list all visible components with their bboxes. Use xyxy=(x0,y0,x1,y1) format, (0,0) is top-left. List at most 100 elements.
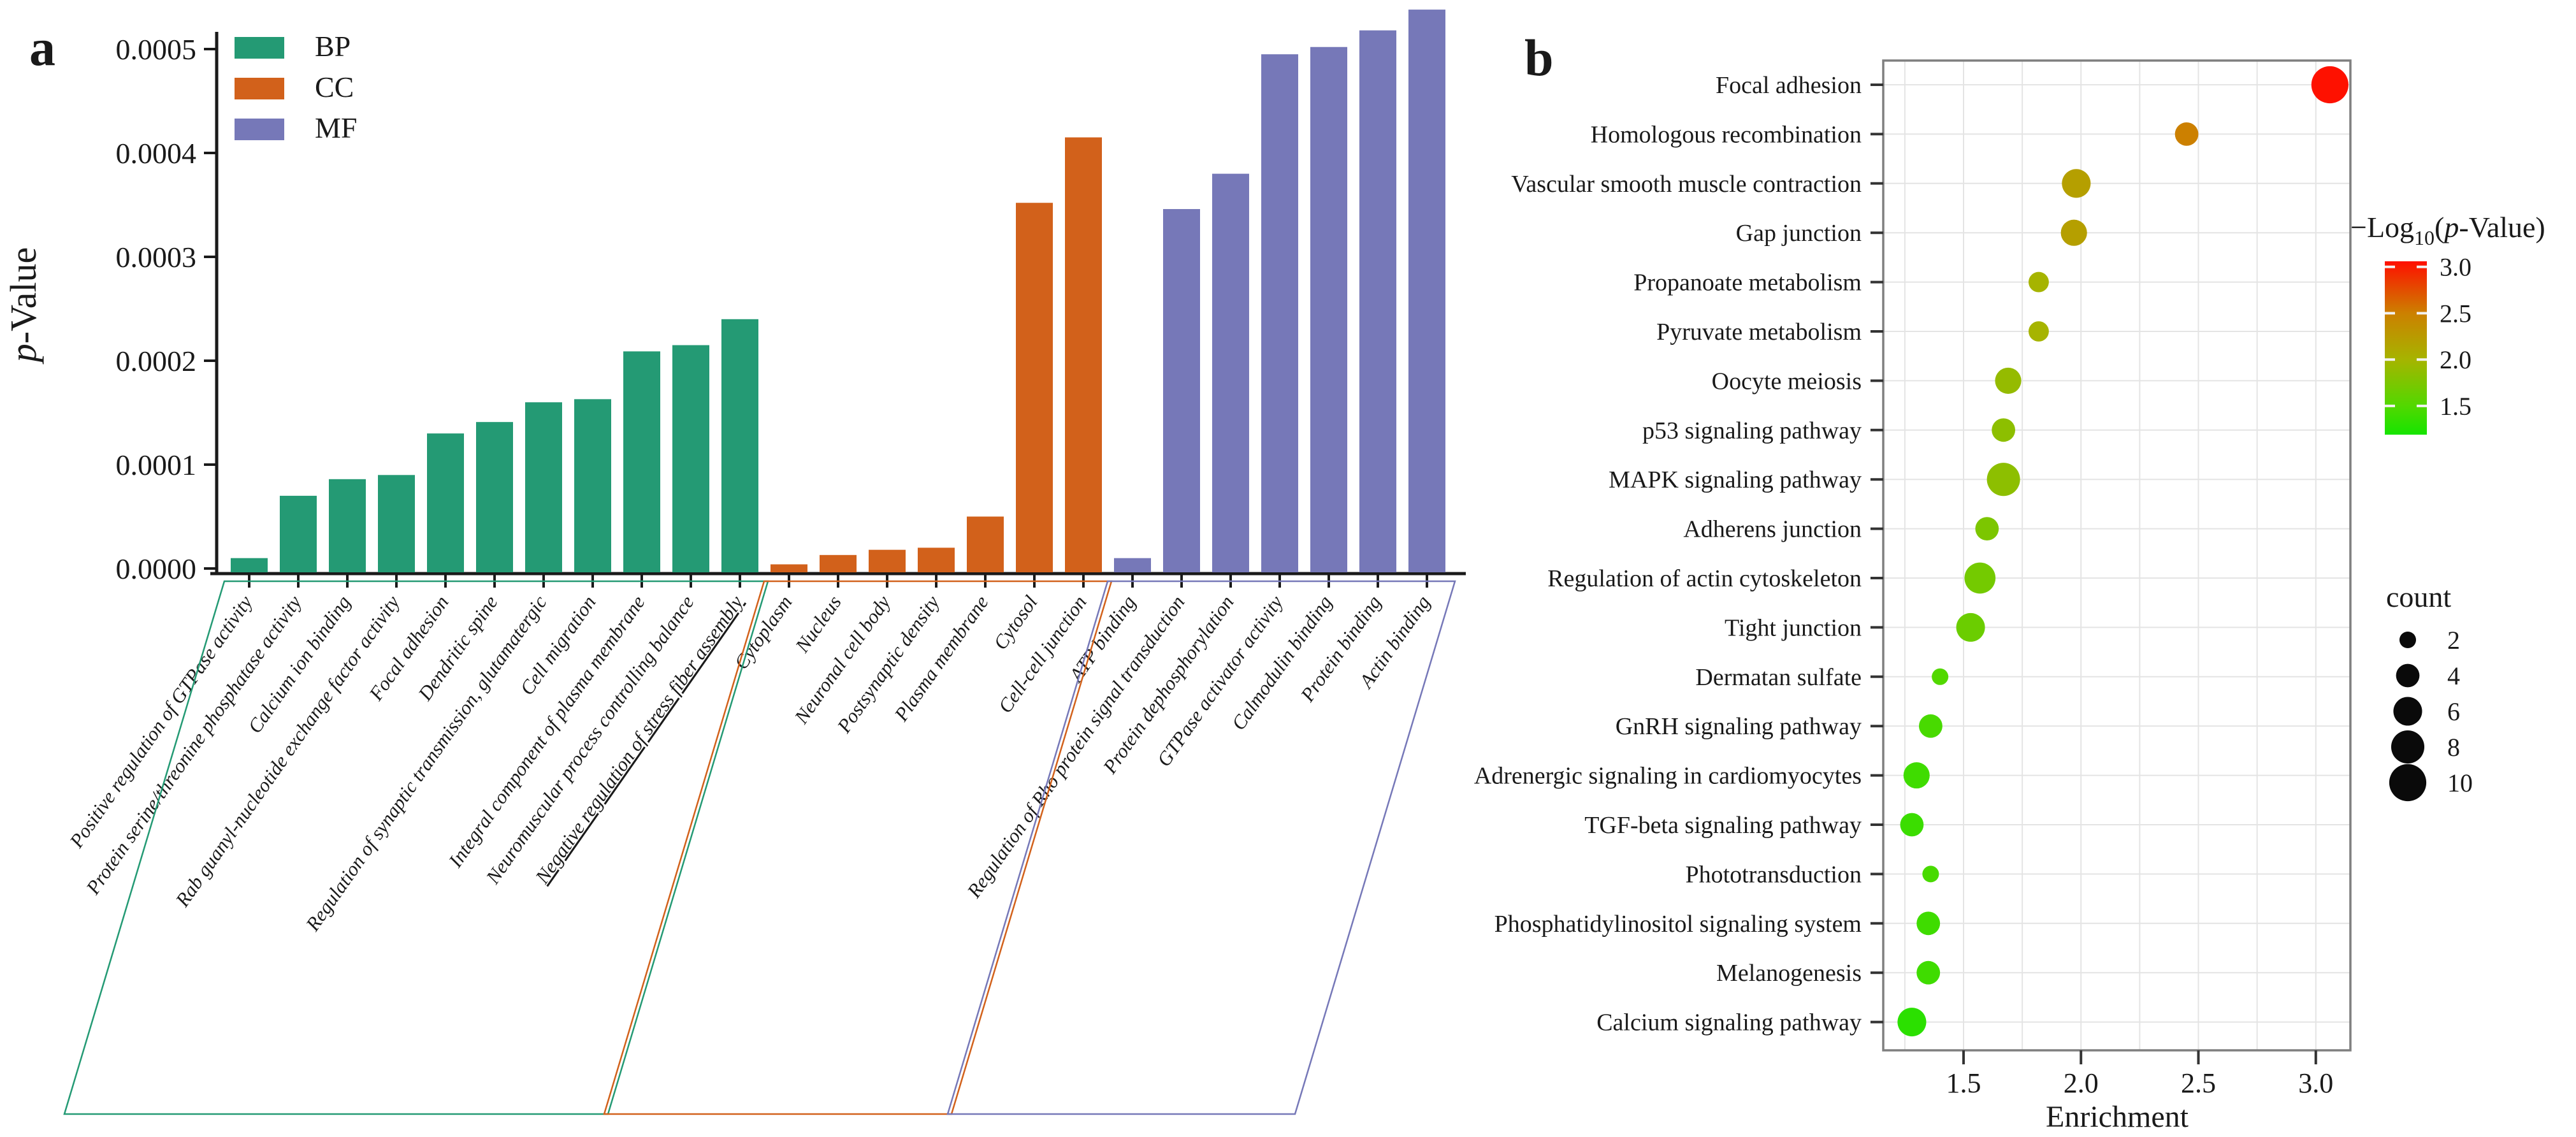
count-legend-dot xyxy=(2389,764,2427,802)
bar-mf xyxy=(1114,558,1151,572)
dot-phosphatidylinositol-signaling-system xyxy=(1916,911,1941,936)
dot-p53-signaling-pathway xyxy=(1992,418,2016,442)
dot-gap-junction xyxy=(2060,219,2087,246)
dot-tgf-beta-signaling-pathway xyxy=(1900,813,1924,837)
dot-focal-adhesion xyxy=(2311,66,2348,104)
bar-cc xyxy=(1065,137,1102,573)
y-tick-label: 0.0002 xyxy=(116,345,197,377)
panel-a-letter: a xyxy=(29,18,55,76)
pathway-label: Pyruvate metabolism xyxy=(1656,319,1862,345)
bar-cc xyxy=(918,547,955,572)
legend-label-mf: MF xyxy=(315,112,357,144)
dot-regulation-of-actin-cytoskeleton xyxy=(1964,562,1996,594)
count-legend-dot xyxy=(2391,730,2425,764)
y-tick-label: 0.0005 xyxy=(116,33,197,66)
pathway-label: Phosphatidylinositol signaling system xyxy=(1494,911,1862,938)
pathway-label: Adrenergic signaling in cardiomyocytes xyxy=(1474,763,1862,790)
panel-b-letter: b xyxy=(1524,29,1554,87)
pathway-label: p53 signaling pathway xyxy=(1642,417,1862,444)
bar-bp xyxy=(525,402,562,572)
dot-melanogenesis xyxy=(1916,960,1941,985)
bar-bp xyxy=(574,399,611,572)
bar-bp xyxy=(378,475,415,572)
count-legend-dot xyxy=(2399,631,2417,649)
bar-bp xyxy=(329,479,366,572)
pathway-label: Calcium signaling pathway xyxy=(1596,1010,1862,1036)
bar-label-bp: Protein serine/threonine phosphatase act… xyxy=(81,591,306,899)
panel-b-gridlines xyxy=(1883,61,2350,1050)
bar-bp xyxy=(280,495,317,572)
dot-vascular-smooth-muscle-contraction xyxy=(2062,169,2091,198)
panel-b-data-points xyxy=(1897,66,2348,1037)
y-tick-label: 0.0001 xyxy=(116,449,197,481)
panel-b-color-legend: 3.02.52.01.5 xyxy=(2385,253,2471,435)
color-scale-tick-label: 1.5 xyxy=(2440,392,2471,421)
y-tick-label: 0.0000 xyxy=(116,553,197,585)
bar-mf xyxy=(1261,54,1298,572)
panel-b-x-axis-title: Enrichment xyxy=(2046,1100,2189,1134)
count-legend-label: 8 xyxy=(2447,733,2460,762)
pathway-label: Phototransduction xyxy=(1685,861,1862,888)
color-scale-tick-label: 2.0 xyxy=(2440,345,2471,374)
x-tick-label: 1.5 xyxy=(1946,1068,1981,1099)
plot-border xyxy=(1882,59,2352,1052)
pathway-label: Propanoate metabolism xyxy=(1633,270,1862,296)
count-legend-dot xyxy=(2393,697,2422,726)
count-legend-label: 10 xyxy=(2447,769,2473,797)
bar-label-bp: Positive regulation of GTPase activity xyxy=(65,591,257,852)
x-tick-label: 2.0 xyxy=(2064,1068,2099,1099)
pathway-label: Homologous recombination xyxy=(1591,121,1862,148)
panel-a-group-outlines xyxy=(63,580,1456,1115)
dot-gnrh-signaling-pathway xyxy=(1919,714,1943,738)
group-outline-mf xyxy=(946,580,1456,1115)
pathway-label: MAPK signaling pathway xyxy=(1609,467,1862,493)
bar-cc xyxy=(820,554,857,572)
bar-bp xyxy=(721,319,758,572)
legend-swatch-mf xyxy=(235,119,284,140)
dot-phototransduction xyxy=(1922,865,1939,883)
pathway-label: Gap junction xyxy=(1736,220,1862,247)
pathway-label: Melanogenesis xyxy=(1716,960,1862,987)
pathway-label: Focal adhesion xyxy=(1716,72,1862,99)
bar-bp xyxy=(672,345,709,572)
legend-label-bp: BP xyxy=(315,30,351,62)
dot-adrenergic-signaling-in-cardiomyocytes xyxy=(1903,762,1930,789)
x-tick-label: 3.0 xyxy=(2298,1068,2333,1099)
dot-adherens-junction xyxy=(1975,517,1999,540)
dot-calcium-signaling-pathway xyxy=(1897,1008,1927,1037)
color-scale-tick-label: 2.5 xyxy=(2440,299,2471,328)
count-legend-label: 6 xyxy=(2447,697,2460,726)
panel-a-bar-chart: a p-Value 0.00000.00010.00020.00030.0004… xyxy=(3,10,1466,1115)
color-scale-bar xyxy=(2385,261,2427,435)
pathway-label: Dermatan sulfate xyxy=(1695,664,1862,691)
dot-tight-junction xyxy=(1956,612,1985,642)
legend-swatch-cc xyxy=(235,78,284,99)
pathway-label: Tight junction xyxy=(1725,614,1862,641)
panel-a-y-axis-title: p-Value xyxy=(3,247,44,365)
count-legend-label: 2 xyxy=(2447,626,2460,655)
bar-mf xyxy=(1408,10,1445,573)
count-legend-label: 4 xyxy=(2447,662,2460,690)
bar-cc xyxy=(771,564,807,572)
pathway-label: Oocyte meiosis xyxy=(1712,368,1862,395)
group-outline-bp xyxy=(63,580,769,1115)
bar-cc xyxy=(1016,203,1053,572)
bar-cc xyxy=(967,516,1004,572)
dot-mapk-signaling-pathway xyxy=(1986,463,2020,496)
dot-oocyte-meiosis xyxy=(1995,367,2022,394)
dot-propanoate-metabolism xyxy=(2028,272,2049,293)
pathway-label: Adherens junction xyxy=(1683,516,1862,543)
legend-label-cc: CC xyxy=(315,71,354,103)
dot-dermatan-sulfate xyxy=(1932,668,1949,685)
bar-bp xyxy=(231,558,268,572)
pathway-label: GnRH signaling pathway xyxy=(1616,713,1862,740)
bar-mf xyxy=(1310,47,1347,573)
panel-b-size-legend: 2 4 6 8 10 xyxy=(2389,626,2473,802)
bar-label-cc: Cytosol xyxy=(989,591,1042,654)
panel-b-size-legend-title: count xyxy=(2386,581,2451,613)
